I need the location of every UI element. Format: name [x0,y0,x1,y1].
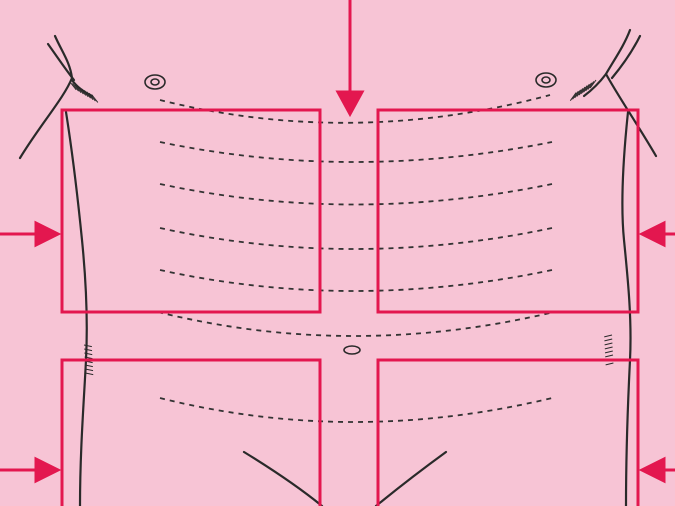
diagram-canvas [0,0,675,506]
abdomen-quadrant-diagram [0,0,675,506]
background [0,0,675,506]
